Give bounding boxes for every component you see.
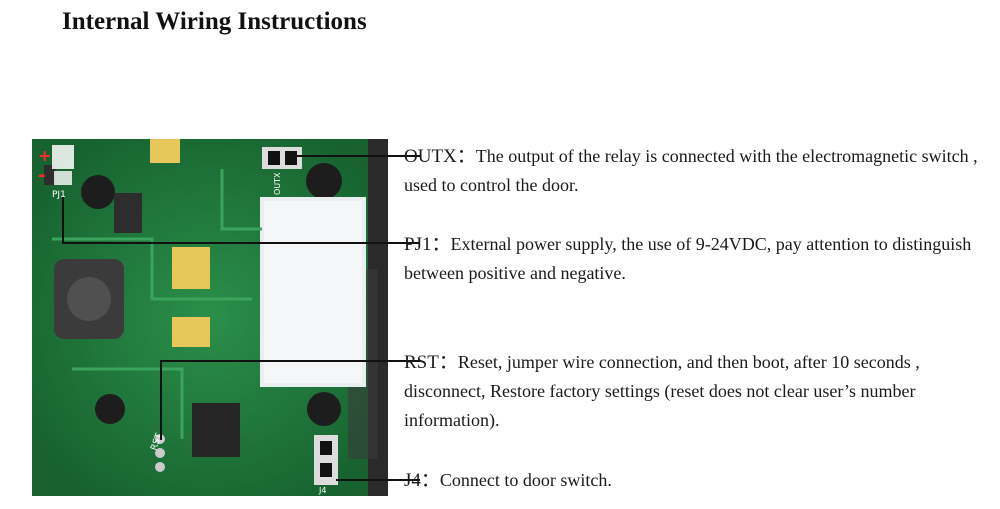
- callout-rst-text: Reset, jumper wire connection, and then …: [404, 352, 920, 430]
- callout-pj1: PJ1：External power supply, the use of 9-…: [404, 230, 984, 288]
- pj1-leader-line: [62, 242, 420, 244]
- callout-rst: RST：Reset, jumper wire connection, and t…: [404, 348, 984, 435]
- callout-j4-term: J4：: [404, 470, 440, 491]
- pcb-photo: + - PJ1 OUTX RST J4: [32, 139, 388, 496]
- callout-outx-text: The output of the relay is connected wit…: [404, 146, 978, 195]
- outx-leader-line: [297, 155, 420, 157]
- j4-silk-label: J4: [318, 486, 326, 495]
- plus-marker: +: [38, 146, 51, 165]
- callout-outx-term: OUTX：: [404, 146, 476, 167]
- callout-j4-text: Connect to door switch.: [439, 470, 612, 490]
- callout-pj1-text: External power supply, the use of 9-24VD…: [404, 234, 972, 283]
- callout-rst-term: RST：: [404, 352, 458, 373]
- callout-j4: J4：Connect to door switch.: [404, 466, 984, 495]
- outx-silk-label: OUTX: [273, 172, 282, 195]
- j4-leader-line: [336, 479, 420, 481]
- pj1-leader-vertical: [62, 197, 64, 242]
- callout-pj1-term: PJ1：: [404, 234, 451, 255]
- page-title: Internal Wiring Instructions: [62, 8, 367, 35]
- rst-leader-line: [160, 360, 420, 362]
- pj1-silk-label: PJ1: [52, 190, 66, 200]
- rst-leader-vertical: [160, 360, 162, 440]
- callout-outx: OUTX：The output of the relay is connecte…: [404, 142, 984, 200]
- minus-marker: -: [38, 165, 45, 186]
